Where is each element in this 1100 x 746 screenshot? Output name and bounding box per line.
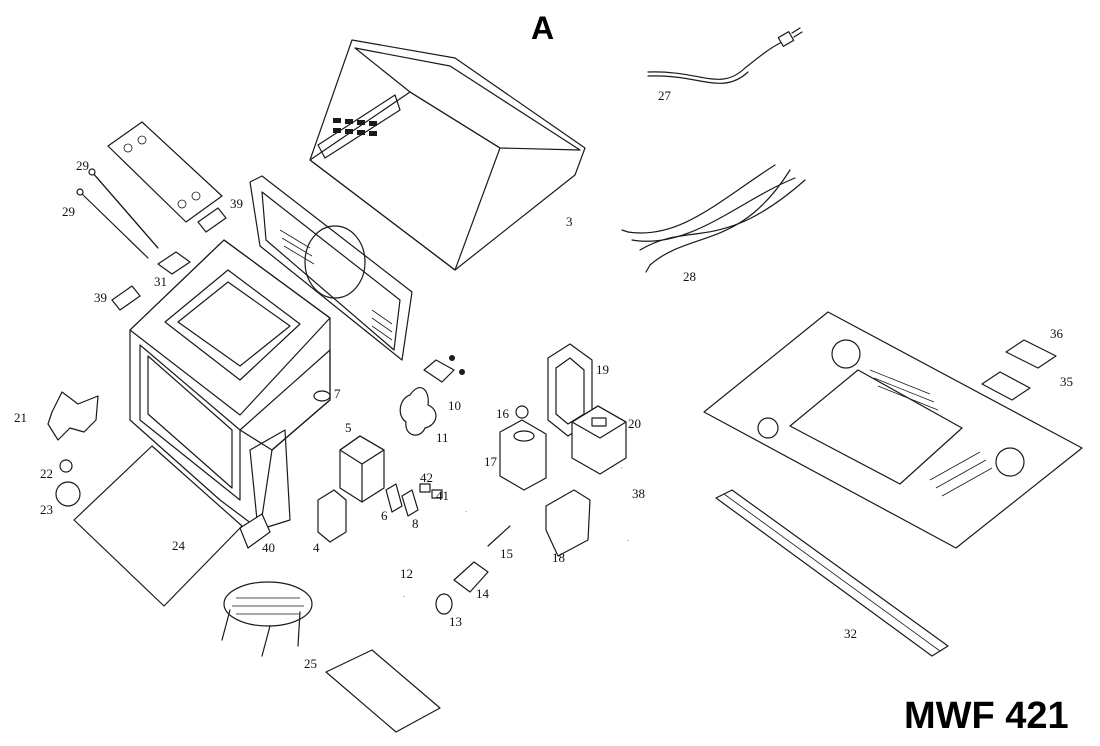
part-coupler (59, 459, 73, 473)
callout-10: 10 (448, 398, 461, 413)
part-heater-cover-plate (107, 121, 223, 223)
callout-28: 28 (683, 269, 696, 284)
callout-29a: 29 (76, 158, 89, 173)
part-power-cord (647, 27, 803, 84)
callout-22: 22 (40, 466, 53, 481)
part-heater-bracket (157, 251, 191, 275)
callout-7: 7 (334, 386, 341, 401)
part-grill-rack (221, 581, 313, 657)
callout-19: 19 (596, 362, 609, 377)
part-oven-cavity (129, 239, 331, 531)
callout-35: 35 (1060, 374, 1073, 389)
part-stirrer-blade (47, 391, 99, 441)
callout-39a: 39 (230, 196, 243, 211)
callout-3: 3 (566, 214, 573, 229)
part-spring (487, 525, 511, 547)
part-bracket-8 (401, 489, 419, 517)
part-heater-rods (76, 168, 159, 259)
callout-20: 20 (628, 416, 641, 431)
part-air-duct (499, 419, 547, 491)
part-insulation-block (111, 207, 227, 311)
part-thermostat-small (313, 390, 331, 402)
callout-11: 11 (436, 430, 449, 445)
part-glass-tray (73, 445, 243, 607)
part-waveguide-tube (620, 465, 636, 542)
callout-31: 31 (154, 274, 167, 289)
callout-24: 24 (172, 538, 186, 553)
part-motor-clamp (435, 593, 453, 615)
callout-40: 40 (262, 540, 275, 555)
callout-8: 8 (412, 516, 419, 531)
part-door-switch-35 (981, 371, 1031, 401)
callout-32: 32 (844, 626, 857, 641)
part-41-42 (419, 483, 443, 499)
part-bracket-6 (385, 483, 403, 513)
callout-15: 15 (500, 546, 513, 561)
model-label: MWF 421 (904, 695, 1069, 737)
part-transformer (339, 435, 385, 503)
callout-5: 5 (345, 420, 352, 435)
part-fan-blade (399, 387, 437, 436)
part-thermostat (515, 405, 529, 419)
callout-14: 14 (476, 586, 490, 601)
part-rear-panel (249, 175, 413, 361)
callout-27: 27 (658, 88, 672, 103)
part-base-plate (703, 311, 1083, 549)
callout-labels: 3 4 5 6 7 8 10 11 12 13 14 15 16 17 18 1… (14, 88, 1073, 671)
part-side-rail (715, 489, 949, 657)
callout-36: 36 (1050, 326, 1064, 341)
callout-23: 23 (40, 502, 53, 517)
part-wire-harness (621, 164, 806, 273)
part-turntable-motor (55, 481, 81, 507)
part-packing-sheet (325, 649, 441, 733)
callout-25: 25 (304, 656, 317, 671)
part-magnetron (571, 405, 627, 475)
callout-12: 12 (400, 566, 413, 581)
callout-18: 18 (552, 550, 565, 565)
callout-13: 13 (449, 614, 462, 629)
callout-38: 38 (632, 486, 645, 501)
callout-41: 41 (436, 488, 449, 503)
part-rotisserie-rod (402, 511, 468, 597)
part-insulation-block-40 (239, 513, 271, 549)
part-door-switch-36 (1005, 339, 1057, 369)
callout-17: 17 (484, 454, 498, 469)
callout-42: 42 (420, 470, 433, 485)
section-letter: A (531, 10, 555, 46)
callout-29b: 29 (62, 204, 75, 219)
callout-39b: 39 (94, 290, 107, 305)
callout-21: 21 (14, 410, 27, 425)
part-shield-bracket (545, 489, 591, 557)
part-switch-assembly (317, 489, 347, 543)
part-fan-motor (423, 355, 465, 383)
callout-6: 6 (381, 508, 388, 523)
part-drive-motor (453, 561, 489, 593)
callout-4: 4 (313, 540, 320, 555)
part-cabinet-cover (309, 39, 586, 271)
callout-16: 16 (496, 406, 510, 421)
